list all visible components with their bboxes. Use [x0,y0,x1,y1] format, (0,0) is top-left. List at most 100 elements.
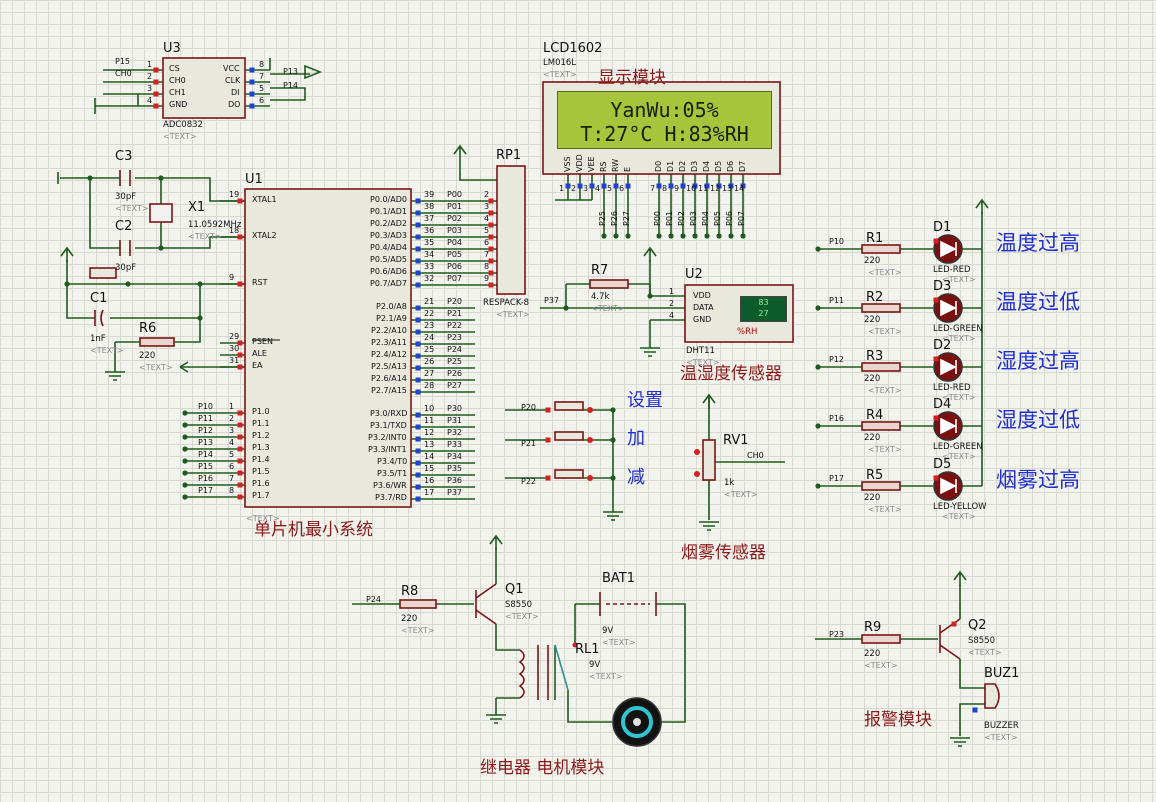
dht-pin-gnd: GND [693,315,712,324]
mcu-module-label: 单片机最小系统 [254,520,373,540]
c1-value: 1nF [90,334,106,344]
mcu-pin-name: P2.6/A14 [371,374,407,383]
c2-value: 30pF [115,263,137,273]
led-type: LED-RED [933,383,971,393]
pin-red-marker [572,642,578,648]
mcu-pin-number: 39 [424,190,435,199]
pin-red-marker [488,258,494,264]
rv1-ref: RV1 [723,433,749,448]
led-text-tag: <TEXT> [868,386,902,395]
dht-ref: U2 [685,267,703,282]
mcu-net-label: P32 [447,428,463,437]
junction-dot [197,281,203,287]
lcd-pin-name: RW [611,158,620,172]
dht-text-tag: <TEXT> [686,358,720,367]
q1-text-tag: <TEXT> [505,612,539,621]
junction-dot [740,233,746,239]
adc-pin-name: CLK [225,76,241,85]
q1-value: S8550 [505,600,533,610]
led-resistor-value: 220 [864,374,881,384]
power-arrow-icon [304,64,323,80]
led-resistor [861,362,901,372]
dht-pin-num-4: 4 [669,311,675,320]
pin-blue-marker [565,183,571,189]
mcu-net-label: P21 [447,309,463,318]
ground-icon [950,737,970,747]
rp1-common [459,160,497,181]
adc-pin-number: 8 [259,60,265,69]
mcu-pin-name: P1.6 [252,479,270,488]
pin-blue-marker [249,103,255,109]
pin-blue-marker [415,270,421,276]
mcu-net-label: P12 [198,426,214,435]
junction-dot [601,233,607,239]
q2-ref: Q2 [968,618,987,633]
power-arrow-icon [179,361,189,373]
mcu-pin-number: 5 [229,450,235,459]
mcu-pin-number: 34 [424,250,435,259]
adc-pin-number: 6 [259,96,265,105]
junction-dot [182,494,188,500]
mcu-pin-name: ALE [252,349,267,358]
mcu-pin-number: 18 [229,226,240,235]
power-arrow-icon [643,246,657,262]
lcd-pin-number: 2 [571,184,577,193]
q2-text-tag: <TEXT> [968,648,1002,657]
pin-red-marker [933,415,939,421]
ground-icon [105,371,125,381]
key1-net: P20 [521,403,537,412]
x1-freq: 11.0592MHz [188,220,242,230]
lcd-pin-number: 14 [734,184,745,193]
pin-red-marker [237,364,243,370]
lcd-pin-name: VSS [563,156,572,172]
wire [567,690,612,723]
pin-blue-marker [249,91,255,97]
led-resistor-ref: R1 [866,231,884,246]
junction-dot [613,233,619,239]
c3-ref: C3 [115,149,133,164]
buz1-text-tag: <TEXT> [984,733,1018,742]
mcu-net-label: P06 [447,262,463,271]
mcu-pin-name: P3.4/T0 [377,457,408,466]
pin-blue-marker [728,183,734,189]
power-arrow-icon [702,393,716,409]
pin-blue-marker [415,448,421,454]
x1-ref: X1 [188,200,206,215]
relay-module-label: 继电器 电机模块 [480,758,605,778]
adc-net: P15 [115,57,131,66]
pin-red-marker [153,67,159,73]
pin-red-marker [237,234,243,240]
key-sub-label: 减 [627,467,645,488]
q1-ref: Q1 [505,582,524,597]
power-arrow-icon [975,198,989,214]
pin-red-marker [488,222,494,228]
pin-red-marker [587,407,593,413]
mcu-pin-number: 24 [424,333,435,342]
led-resistor [861,421,901,431]
mcu-pin-number: 6 [229,462,235,471]
led-ref: D5 [933,457,952,472]
led-resistor-ref: R5 [866,468,884,483]
mcu-text-tag: <TEXT> [246,514,280,523]
pin-blue-marker [613,183,619,189]
pin-red-marker [153,103,159,109]
lcd-pin-number: 13 [722,184,733,193]
wire [103,93,139,106]
dht-pin-num-1: 1 [669,287,675,296]
pin-blue-marker [415,198,421,204]
adc-pin-name: DI [231,88,240,97]
dht-module-label: 温湿度传感器 [680,364,782,384]
crystal-x1 [149,203,173,223]
r7-body [589,279,629,289]
junction-dot [680,233,686,239]
mcu-pin-number: 4 [229,438,235,447]
r9-ref: R9 [864,620,882,635]
rp1-model: RESPACK-8 [483,298,530,308]
mcu-pin-name: XTAL1 [252,195,277,204]
led-text-tag: <TEXT> [942,512,976,521]
r8-value: 220 [401,614,418,624]
pin-red-marker [237,410,243,416]
lcd-pin-number: 3 [583,184,589,193]
r7-value: 4.7k [591,292,610,302]
